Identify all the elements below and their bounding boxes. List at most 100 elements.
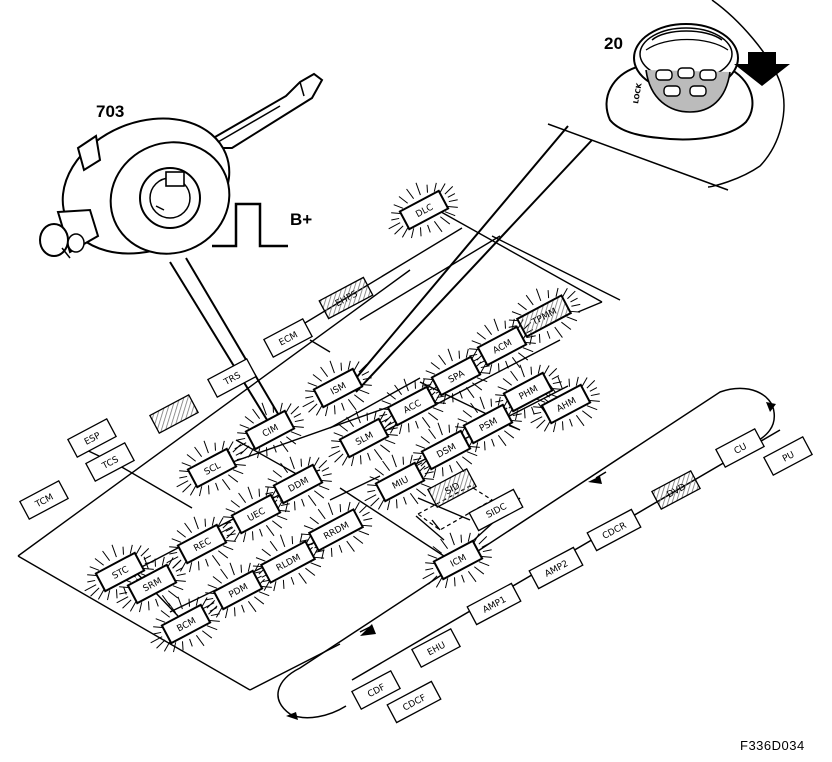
glow-ray: [531, 406, 535, 415]
module-box-tpmm: [515, 294, 573, 338]
module-box-spa: [430, 355, 482, 397]
module-box-dsm: [420, 429, 472, 471]
glow-rays-ism: [302, 360, 372, 417]
module-box-sid: [427, 467, 477, 509]
glow-ray: [308, 403, 318, 413]
glow-ray: [177, 596, 183, 610]
glow-ray: [562, 288, 568, 298]
glow-ray: [206, 600, 216, 609]
glow-ray: [176, 573, 186, 577]
glow-ray: [370, 497, 380, 507]
glow-ray: [398, 196, 408, 204]
module-box-tcs: [85, 441, 135, 483]
glow-ray: [195, 635, 205, 647]
leader-lines: [169, 125, 593, 429]
glow-ray: [305, 567, 316, 576]
module-box-bcm: [160, 603, 212, 645]
glow-ray: [347, 399, 357, 411]
glow-ray: [258, 591, 270, 597]
glow-ray: [366, 412, 368, 421]
glow-ray: [206, 625, 218, 631]
glow-ray: [455, 422, 459, 432]
glow-ray: [111, 544, 117, 558]
glow-ray: [504, 430, 515, 439]
glow-ray: [211, 555, 221, 567]
glow-ray: [428, 412, 439, 421]
glow-ray: [361, 383, 372, 386]
glow-ray: [182, 483, 192, 493]
glow-ray: [415, 444, 426, 449]
glow-ray: [202, 630, 213, 639]
glow-ray: [89, 566, 100, 571]
glow-ray: [237, 437, 246, 441]
glow-ray: [447, 193, 456, 198]
glow-ray: [265, 486, 269, 496]
glow-ray: [363, 517, 373, 521]
module-box-ahm: [540, 383, 592, 425]
glow-ray: [502, 378, 512, 386]
glow-ray: [465, 387, 475, 399]
glow-ray: [454, 577, 456, 587]
glow-ray: [261, 585, 272, 588]
glow-ray: [203, 440, 209, 454]
glow-ray: [586, 405, 598, 411]
module-box-uec: [230, 493, 282, 535]
glow-ray: [472, 382, 483, 391]
glow-ray: [102, 550, 111, 561]
glow-ray: [425, 562, 435, 565]
glow-ray: [263, 580, 270, 591]
module-psm: PSM: [462, 403, 514, 445]
module-box-amp1: [466, 582, 522, 626]
glow-ray: [359, 504, 368, 514]
glow-ray: [497, 396, 501, 406]
glow-ray: [230, 500, 240, 508]
glow-ray: [300, 533, 310, 536]
module-box-stc: [94, 551, 146, 593]
glow-ray: [220, 568, 229, 579]
glow-ray: [508, 425, 520, 431]
glow-ray: [535, 288, 542, 302]
glow-ray: [279, 402, 283, 412]
glow-ray: [433, 221, 443, 233]
glow-ray: [153, 626, 163, 629]
glow-ray: [227, 441, 234, 451]
glow-ray: [442, 467, 444, 477]
glow-ray: [272, 520, 283, 529]
glow-ray: [267, 478, 278, 483]
glow-ray: [129, 544, 133, 554]
glow-rays-miu: [364, 454, 434, 511]
glow-ray: [511, 357, 521, 369]
glow-ray: [493, 318, 499, 332]
module-box-acc: [386, 385, 438, 427]
glow-ray: [238, 492, 247, 503]
glow-ray: [223, 516, 233, 519]
glow-ray: [369, 476, 380, 481]
glow-ray: [374, 468, 384, 476]
module-amp2: AMP2: [528, 546, 584, 590]
glow-ray: [235, 451, 244, 456]
module-cu: CU: [715, 427, 765, 469]
module-scl: SCL: [186, 447, 238, 489]
glow-ray: [533, 411, 542, 415]
glow-ray: [484, 324, 493, 335]
glow-ray: [495, 394, 505, 397]
glow-ray: [276, 515, 288, 521]
module-box-slm: [338, 417, 390, 459]
glow-ray: [211, 516, 215, 526]
glow-ray: [87, 579, 96, 583]
glow-ray: [388, 427, 398, 431]
glow-ray: [350, 456, 355, 467]
glow-ray: [362, 524, 373, 527]
glow-ray: [176, 530, 186, 538]
module-pdm: PDM: [212, 569, 264, 611]
glow-ray: [384, 439, 396, 445]
glow-ray: [420, 483, 432, 489]
glow-ray: [194, 446, 203, 457]
glow-ray: [266, 447, 268, 457]
glow-ray: [207, 584, 218, 589]
glow-ray: [562, 421, 564, 431]
glow-ray: [143, 556, 149, 570]
module-cdcf: CDCF: [386, 680, 442, 724]
glow-ray: [449, 532, 455, 546]
glow-ray: [421, 378, 425, 388]
